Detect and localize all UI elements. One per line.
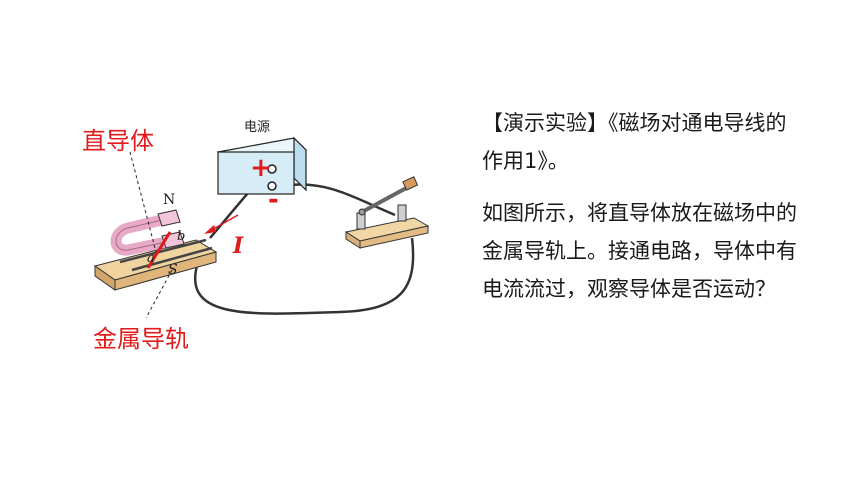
point-a-label: a — [147, 251, 155, 266]
experiment-title: 【演示实验】《磁场对通电导线的作用1》。 — [482, 111, 787, 173]
plus-sign: + — [250, 153, 272, 183]
conductor-label: 直导体 — [82, 127, 154, 155]
wire-bottom — [194, 237, 415, 315]
point-b-label: b — [177, 229, 185, 244]
conductor-rod — [146, 231, 172, 269]
current-label: I — [232, 233, 244, 259]
terminal-minus — [267, 181, 277, 191]
minus-sign: - — [268, 185, 279, 215]
description: 【演示实验】《磁场对通电导线的作用1》。 如图所示，将直导体放在磁场中的金属导轨… — [482, 104, 802, 308]
terminal-plus — [267, 164, 277, 174]
power-label: 电源 — [244, 120, 270, 135]
pole-n-label: N — [163, 192, 175, 208]
current-arrowhead — [204, 225, 216, 234]
experiment-body: 如图所示，将直导体放在磁场中的金属导轨上。接通电路，导体中有电流流过，观察导体是… — [482, 201, 797, 301]
knife-switch — [344, 176, 430, 249]
rail-base — [93, 238, 218, 291]
conductor-leader — [129, 151, 157, 253]
power-supply — [216, 136, 308, 195]
rail-label: 金属导轨 — [93, 325, 189, 353]
pole-s-label: S — [168, 262, 178, 278]
